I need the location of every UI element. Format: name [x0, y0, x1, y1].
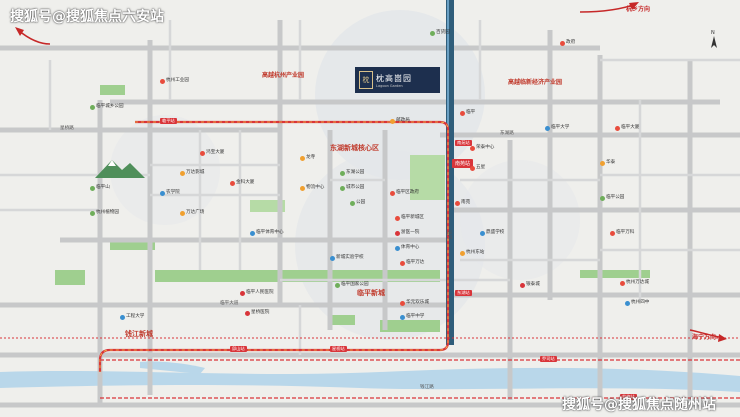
poi[interactable]: 农学院 [160, 190, 180, 196]
poi[interactable]: 浙医一院 [395, 230, 419, 236]
poi[interactable]: 万达广场 [180, 210, 204, 216]
mountain-icon [95, 160, 145, 178]
road-label: 运河 [446, 230, 451, 240]
road-label: 临平大道 [220, 301, 239, 306]
poi[interactable]: 临平中学 [400, 314, 424, 320]
poi[interactable]: 临平 [460, 110, 475, 116]
compass-icon: N [711, 30, 717, 48]
poi[interactable]: 五星 [470, 165, 485, 171]
poi[interactable]: 星桥医院 [245, 310, 269, 316]
poi[interactable]: 金科大厦 [230, 180, 254, 186]
poi[interactable]: 政府 [560, 40, 575, 46]
metro-station[interactable]: 乔司站 [540, 356, 557, 362]
poi[interactable]: 临平大厦 [615, 125, 639, 131]
poi[interactable]: 新城实验学校 [330, 255, 364, 261]
direction-northeast: 杭乡方向 [626, 6, 651, 13]
metro-station[interactable]: 南苑站 [455, 140, 472, 146]
project-logo[interactable]: 枕 枕高崮园 Lagoon Garden [355, 67, 440, 93]
project-sub: Lagoon Garden [376, 83, 403, 88]
poi[interactable]: 临平大学 [545, 125, 569, 131]
poi[interactable]: 杭州东站 [460, 250, 484, 256]
watermark-top-left: 搜狐号@搜狐焦点六安站 [10, 9, 164, 25]
metro-station[interactable]: 邱山站 [230, 346, 247, 352]
svg-text:N: N [711, 30, 715, 36]
poi[interactable]: 鸿宝大厦 [200, 150, 224, 156]
hub-tag[interactable]: 南苑站 [452, 159, 474, 168]
metro-station[interactable]: 星桥站 [330, 346, 347, 352]
project-name: 枕高崮园 [376, 73, 412, 83]
poi[interactable]: 邮政局 [390, 118, 410, 124]
poi[interactable]: 杭州工业园 [160, 78, 189, 84]
poi[interactable]: 临平区政府 [390, 190, 419, 196]
poi[interactable]: 万达影城 [180, 170, 204, 176]
poi[interactable]: 华元欢乐城 [400, 300, 429, 306]
poi[interactable]: 华泰 [600, 160, 615, 166]
zone-linping: 临平新城 [357, 289, 385, 297]
project-logo-icon: 枕 [359, 71, 373, 89]
poi[interactable]: 银泰城 [520, 282, 540, 288]
road-label: 钱江路 [420, 385, 434, 390]
poi[interactable]: 鼎盛学校 [480, 230, 504, 236]
poi[interactable]: 体育中心 [395, 245, 419, 251]
poi[interactable]: 物流中心 [300, 185, 324, 191]
zone-qiantang: 钱江新城 [125, 330, 153, 338]
poi[interactable]: 杭州四中 [625, 300, 649, 306]
poi[interactable]: 公园 [350, 200, 365, 206]
poi[interactable]: 临平公园 [600, 195, 624, 201]
metro-station[interactable]: 翁梅站 [620, 394, 637, 400]
poi[interactable]: 临平城乡公园 [90, 104, 124, 110]
poi[interactable]: 龙寺 [300, 155, 315, 161]
metro-station[interactable]: 临平站 [160, 118, 177, 124]
poi[interactable]: 临平万科 [610, 230, 634, 236]
poi[interactable]: 临平人民医院 [240, 290, 274, 296]
poi[interactable]: 工程大学 [120, 314, 144, 320]
poi[interactable]: 杭州万达城 [620, 280, 649, 286]
poi[interactable]: 荣泰中心 [470, 145, 494, 151]
metro-station[interactable]: 东湖站 [455, 290, 472, 296]
road-label: 东湖路 [500, 131, 514, 136]
zone-gaoxin2: 高越临新经济产业园 [508, 79, 563, 86]
direction-east: 海宁方向 [692, 334, 717, 341]
poi[interactable]: 东湖公园 [340, 170, 364, 176]
poi[interactable]: 临平国家公园 [335, 282, 369, 288]
poi[interactable]: 南苑 [455, 200, 470, 206]
watermark-bottom-right: 搜狐号@搜狐焦点随州站 [562, 397, 716, 413]
zone-dongxi: 东湖新城核心区 [330, 144, 379, 152]
poi[interactable]: 临平体育中心 [250, 230, 284, 236]
poi[interactable]: 临平山 [90, 185, 110, 191]
poi[interactable]: 城市公园 [340, 185, 364, 191]
poi[interactable]: 杭州植物园 [90, 210, 119, 216]
road-label: 星桥路 [60, 126, 74, 131]
poi[interactable]: 临平新城区 [395, 215, 424, 221]
poi[interactable]: 百货园 [430, 30, 450, 36]
poi[interactable]: 临平万达 [400, 260, 424, 266]
zone-gaoxin: 高越杭州产业园 [262, 72, 305, 79]
